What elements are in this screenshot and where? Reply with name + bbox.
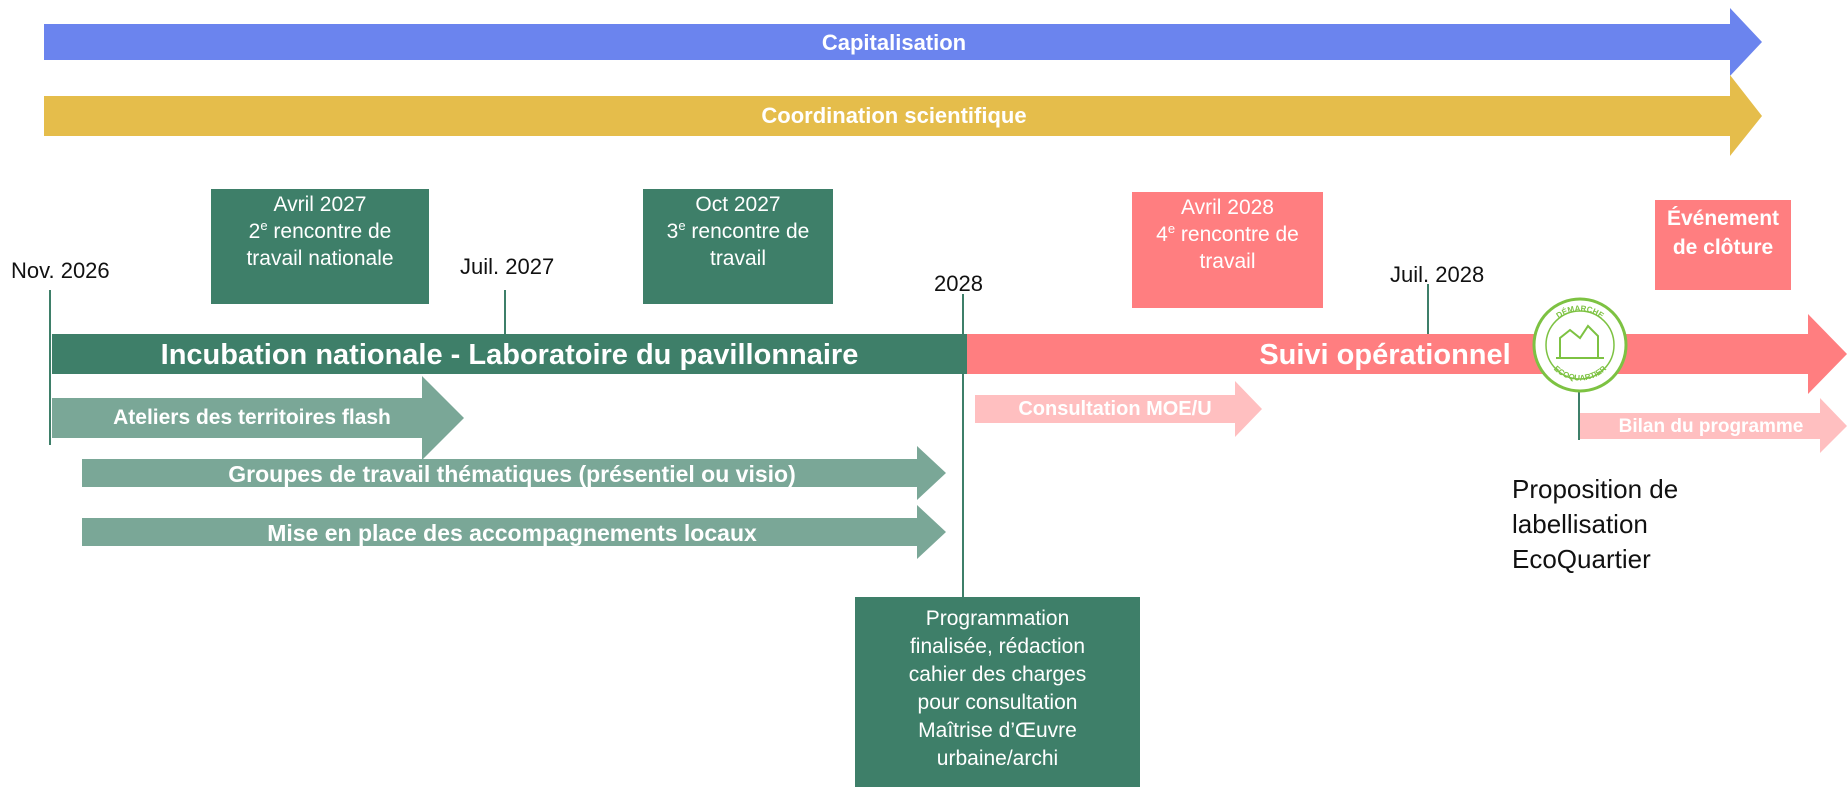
consultation-arrow — [975, 381, 1262, 437]
programmation-line-3: cahier des charges — [908, 663, 1087, 686]
labellisation-line-3: EcoQuartier — [1512, 544, 1651, 574]
date-2028: 2028 — [934, 271, 983, 296]
ateliers-label: Ateliers des territoires flash — [113, 406, 391, 429]
milestone-avril-2028-line2: travail — [1199, 250, 1256, 273]
programmation-line-4: pour consultation — [917, 691, 1078, 714]
accompagnements-label: Mise en place des accompagnements locaux — [267, 520, 757, 546]
capitalisation-band — [44, 8, 1762, 76]
milestone-avril-2028: Avril 2028 4e rencontre de travail — [1132, 192, 1323, 308]
labellisation-line-1: Proposition de — [1512, 474, 1679, 504]
programmation-line-6: urbaine/archi — [936, 747, 1059, 770]
coordination-label: Coordination scientifique — [761, 103, 1027, 128]
milestone-cloture-line2: de clôture — [1672, 236, 1774, 259]
programmation-line-2: finalisée, rédaction — [909, 635, 1086, 658]
incubation-phase-label: Incubation nationale - Laboratoire du pa… — [160, 339, 859, 371]
bilan-label: Bilan du programme — [1618, 416, 1804, 437]
milestone-cloture-line1: Événement — [1666, 207, 1780, 230]
suivi-phase-bar — [967, 314, 1847, 394]
milestone-avril-2028-date: Avril 2028 — [1180, 196, 1274, 219]
labellisation-line-2: labellisation — [1512, 509, 1648, 539]
milestone-avril-2027-line1: 2e rencontre de — [248, 218, 392, 243]
labellisation-note: Proposition de labellisation EcoQuartier — [1512, 472, 1678, 577]
milestone-oct-2027-line1: 3e rencontre de — [666, 218, 810, 243]
groupes-arrow — [82, 446, 946, 500]
ateliers-arrow — [52, 376, 464, 460]
date-nov-2026: Nov. 2026 — [11, 258, 110, 283]
programmation-line-1: Programmation — [925, 607, 1070, 630]
date-juil-2027: Juil. 2027 — [460, 254, 555, 279]
milestone-avril-2027-line2: travail nationale — [246, 247, 394, 270]
milestone-cloture: Événement de clôture — [1655, 200, 1791, 290]
capitalisation-label: Capitalisation — [821, 30, 967, 55]
milestone-avril-2027-date: Avril 2027 — [273, 193, 367, 216]
programmation-line-5: Maîtrise d’Œuvre — [918, 719, 1077, 742]
bilan-arrow — [1580, 398, 1847, 453]
milestone-avril-2027: Avril 2027 2e rencontre de travail natio… — [211, 189, 429, 304]
date-juil-2028: Juil. 2028 — [1390, 262, 1485, 287]
milestone-oct-2027-date: Oct 2027 — [695, 193, 781, 216]
milestone-oct-2027-line2: travail — [709, 247, 767, 270]
incubation-phase-bar — [52, 334, 967, 374]
groupes-label: Groupes de travail thématiques (présenti… — [228, 461, 796, 487]
coordination-band — [44, 75, 1762, 156]
milestone-oct-2027: Oct 2027 3e rencontre de travail — [643, 189, 833, 304]
suivi-phase-label: Suivi opérationnel — [1259, 339, 1511, 371]
consultation-label: Consultation MOE/U — [1018, 398, 1212, 420]
accompagnements-arrow — [82, 505, 946, 559]
milestone-avril-2028-line1: 4e rencontre de — [1156, 221, 1299, 246]
programmation-box: Programmation finalisée, rédaction cahie… — [855, 597, 1140, 787]
ecoquartier-badge-icon: DÉMARCHE ECOQUARTIER — [1532, 297, 1628, 393]
